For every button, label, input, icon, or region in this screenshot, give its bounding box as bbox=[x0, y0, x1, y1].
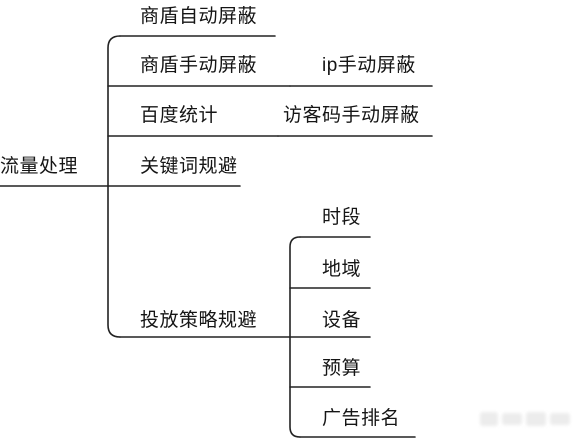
root-node: 流量处理 bbox=[0, 156, 79, 177]
branch-node-baidu-stats: 百度统计 bbox=[140, 105, 219, 126]
watermark bbox=[478, 408, 574, 430]
branch-node-shangdun-auto: 商盾自动屏蔽 bbox=[140, 6, 258, 27]
branch-node-keyword-avoid: 关键词规避 bbox=[140, 156, 238, 177]
branch-node-shangdun-manual: 商盾手动屏蔽 bbox=[140, 55, 258, 76]
child-node-visitor-code: 访客码手动屏蔽 bbox=[283, 105, 420, 126]
child-node-ad-rank: 广告排名 bbox=[322, 408, 401, 429]
branch-node-ad-strategy: 投放策略规避 bbox=[140, 310, 258, 331]
child-node-region: 地域 bbox=[322, 259, 362, 280]
child-node-time: 时段 bbox=[322, 207, 362, 228]
child-node-budget: 预算 bbox=[322, 358, 362, 379]
child-node-ip-manual: ip手动屏蔽 bbox=[322, 55, 416, 76]
child-node-device: 设备 bbox=[322, 310, 362, 331]
